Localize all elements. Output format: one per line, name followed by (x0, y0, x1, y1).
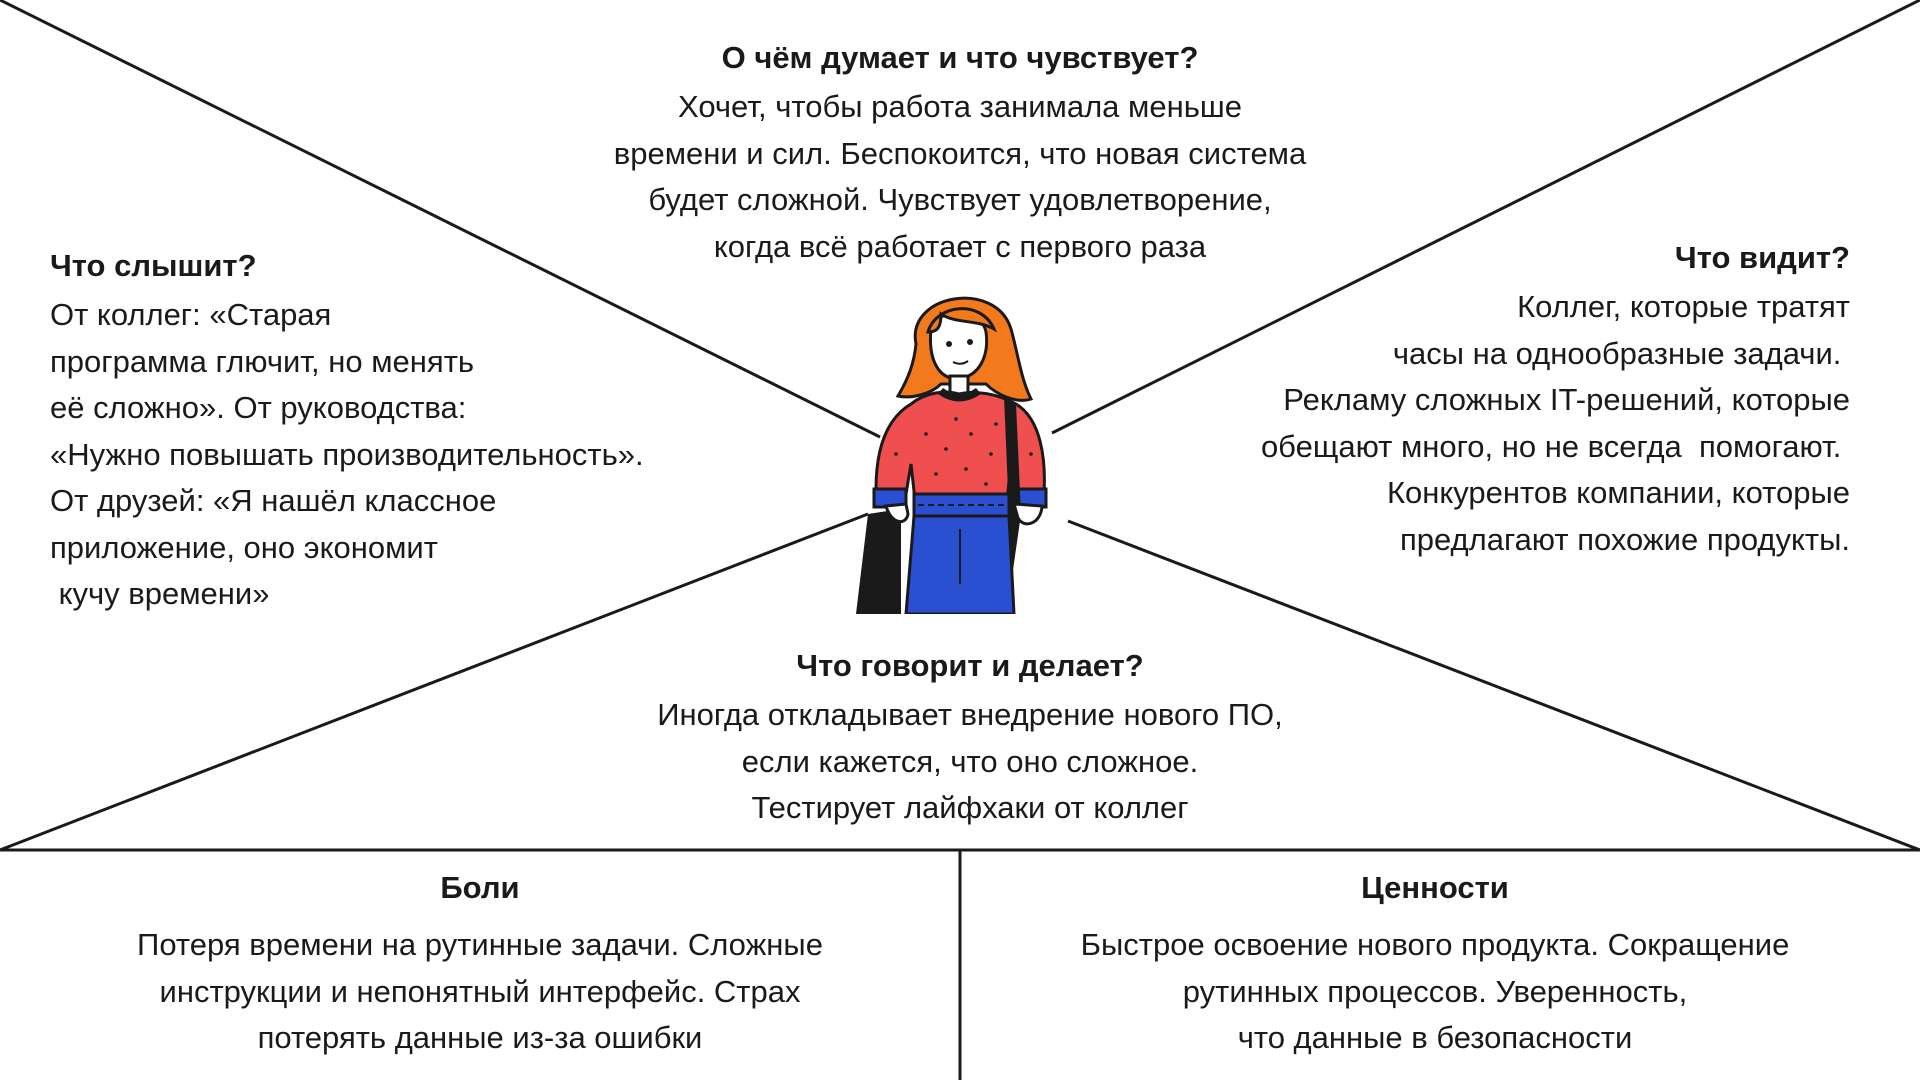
hears-line: кучу времени» (50, 576, 270, 611)
hears-line: От коллег: «Старая (50, 297, 332, 332)
pains-line: потерять данные из-за ошибки (257, 1020, 703, 1055)
hand-left (884, 502, 910, 523)
thinks-feels-line: времени и сил. Беспокоится, что новая си… (613, 135, 1307, 171)
gains-line: рутинных процессов. Уверенность, (1182, 973, 1688, 1009)
sees-line: Конкурентов компании, которые (1386, 475, 1850, 510)
hair-bangs (926, 307, 998, 334)
gains-line: Быстрое освоение нового продукта. Сокращ… (1080, 927, 1790, 962)
hears-line: программа глючит, но менять (50, 343, 475, 379)
eye-right (967, 339, 973, 345)
thinks-feels-line: Хочет, чтобы работа занимала меньше (678, 89, 1242, 124)
says-does-line: если кажется, что оно сложное. (741, 743, 1199, 779)
says-does-title: Что говорит и делает? (796, 648, 1144, 683)
gains-section: Ценности Быстрое освоение нового продукт… (995, 866, 1875, 1062)
sweater-collar (938, 388, 981, 402)
mouth (952, 360, 969, 365)
thinks-feels-section: О чём думает и что чувствует? Хочет, что… (540, 36, 1380, 270)
sees-title: Что видит? (1674, 240, 1850, 275)
thinks-feels-line: когда всё работает с первого раза (713, 228, 1207, 264)
hears-line: От друзей: «Я нашёл классное (50, 483, 497, 518)
diagonal-bottom-right (1067, 519, 1920, 852)
pains-title: Боли (440, 870, 520, 905)
hears-section: Что слышит? От коллег: «Старая программа… (50, 244, 730, 618)
hears-line: приложение, оно экономит (50, 529, 438, 565)
hears-line: «Нужно повышать производительность». (50, 436, 644, 472)
pains-line: инструкции и непонятный интерфейс. Страх (159, 973, 801, 1009)
bag (856, 509, 901, 614)
hears-title: Что слышит? (50, 248, 257, 283)
thinks-feels-title: О чём думает и что чувствует? (721, 40, 1199, 75)
diagonal-top-right (1051, 0, 1920, 435)
pains-line: Потеря времени на рутинные задачи. Сложн… (137, 927, 823, 962)
sees-line: Коллег, которые тратят (1517, 289, 1850, 324)
sees-section: Что видит? Коллег, которые тратят часы н… (1160, 236, 1850, 563)
gains-line: что данные в безопасности (1237, 1020, 1633, 1055)
sees-line: предлагают похожие продукты. (1399, 521, 1850, 557)
hand-right (1011, 502, 1044, 526)
says-does-line: Иногда откладывает внедрение нового ПО, (657, 697, 1283, 732)
says-does-line: Тестирует лайфхаки от коллег (751, 790, 1189, 825)
hears-line: её сложно». От руководства: (50, 390, 467, 425)
bag-strap (1001, 396, 1021, 584)
eye-left (946, 341, 952, 347)
diagonal-top-left (0, 0, 881, 439)
sees-line: Рекламу сложных IT-решений, которые (1283, 382, 1850, 417)
diagonal-bottom-left (0, 512, 869, 852)
person-illustration (856, 296, 1048, 614)
sees-line: обещают много, но не всегда помогают. (1260, 428, 1850, 464)
says-does-section: Что говорит и делает? Иногда откладывает… (560, 644, 1380, 832)
pains-section: Боли Потеря времени на рутинные задачи. … (40, 866, 920, 1062)
gains-title: Ценности (1361, 870, 1509, 905)
thinks-feels-line: будет сложной. Чувствует удовлетворение, (648, 182, 1272, 217)
sees-line: часы на однообразные задачи. (1392, 335, 1850, 371)
